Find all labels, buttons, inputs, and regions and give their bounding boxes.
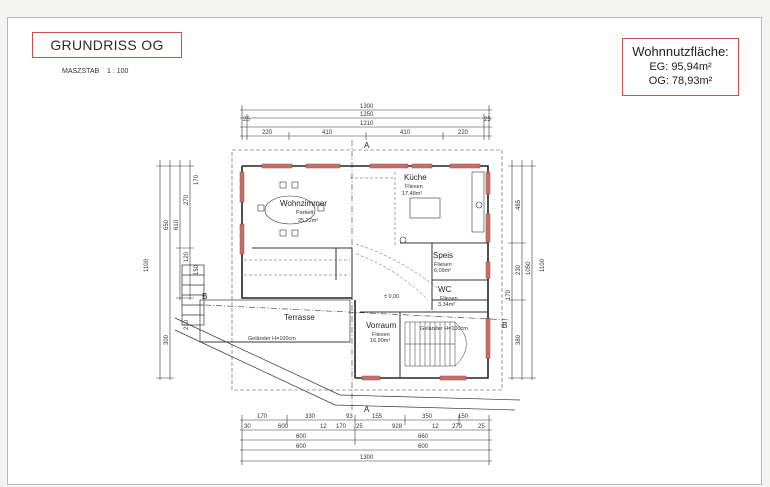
section-b-left: B [202, 292, 207, 301]
dim-bottom-part-6: 150 [458, 414, 469, 420]
dim-left-part-5: 120 [184, 251, 190, 262]
living-area-eg: EG: 95,94m² [649, 61, 712, 73]
hidden-lines [244, 172, 441, 301]
dim-bottom-mid2-right: 600 [418, 444, 429, 450]
dim-bottom-part-4: 155 [372, 414, 383, 420]
plan-title-text: GRUNDRISS OG [50, 37, 164, 53]
dim-top-edge-right: 25 [484, 117, 491, 123]
dim-bottom2-1: 30 [244, 424, 251, 430]
dim-bottom-part-2: 330 [305, 414, 316, 420]
scale-label-text: MASZSTAB [62, 68, 100, 75]
terrace [174, 264, 521, 411]
section-lines [204, 140, 511, 410]
dim-left-part-6: 150 [194, 264, 200, 275]
bottom-dimension-lines [240, 415, 492, 465]
room-kueche-name: Küche [404, 173, 427, 182]
room-kueche-floor: Fliesen [405, 184, 423, 190]
room-wc-name: WC [438, 285, 452, 294]
dining-table [257, 181, 325, 237]
room-vorraum-name: Vorraum [366, 321, 397, 330]
dim-bottom-part-5: 350 [422, 414, 433, 420]
dim-top-part-4: 220 [458, 130, 469, 136]
dim-right-part-5: 170 [506, 289, 512, 300]
dim-right-part-3: 230 [516, 264, 522, 275]
living-area-og: OG: 78,93m² [648, 75, 713, 87]
dim-left-part-1: 650 [164, 219, 170, 230]
dim-bottom2-6: 928 [392, 424, 403, 430]
plan-title: GRUNDRISS OG [32, 32, 182, 58]
living-area-box: Wohnnutzfläche: EG: 95,94m² OG: 78,93m² [622, 38, 739, 96]
dim-left-total: 1100 [144, 258, 150, 272]
dim-right-part-1: 485 [516, 199, 522, 210]
left-dimension-lines [156, 160, 194, 380]
dim-left-part-4: 170 [194, 174, 200, 185]
room-terrasse-name: Terrasse [284, 313, 315, 322]
scale-label: MASZSTAB 1 : 100 [62, 68, 128, 75]
room-wohnzimmer-area: 25,22m² [298, 218, 318, 224]
dim-top-edge-left: 25 [243, 117, 250, 123]
dim-bottom-total: 1300 [360, 455, 374, 461]
outline-dashed [231, 149, 503, 391]
top-dimension-lines [240, 105, 492, 140]
dim-bottom2-9: 25 [478, 424, 485, 430]
note-gelaender-stiege: Geländer H=100cm [420, 326, 468, 332]
dim-right-part-2: 1050 [526, 261, 532, 275]
dim-top-part-1: 220 [262, 130, 273, 136]
dim-top-inner: 1250 [360, 112, 374, 118]
right-dimension-lines [508, 160, 536, 380]
dim-top-part-2: 410 [322, 130, 333, 136]
dim-bottom-part-1: 170 [257, 414, 268, 420]
dim-bottom2-8: 270 [452, 424, 463, 430]
room-wohnzimmer-floor: Parkett [296, 210, 314, 216]
note-gelaender-terrasse: Geländer H=100cm [248, 336, 296, 342]
dim-top-part-3: 410 [400, 130, 411, 136]
dim-bottom-mid-right: 660 [418, 434, 429, 440]
note-level: ± 0,00 [384, 294, 399, 300]
staircase [404, 321, 467, 367]
dim-left-part-8: 300 [164, 334, 170, 345]
room-kueche-area: 17,48m² [402, 191, 422, 197]
dim-top-inner2: 1210 [360, 121, 374, 127]
room-wc-floor: Fliesen [440, 296, 458, 302]
room-speis-area: 6,09m² [434, 268, 451, 274]
window-markers [239, 163, 491, 381]
section-b-right: B [502, 321, 507, 330]
dim-right-part-4: 380 [516, 334, 522, 345]
scale-value: 1 : 100 [107, 68, 129, 75]
dim-right-total: 1100 [540, 258, 546, 272]
interior-walls [252, 242, 488, 378]
living-area-heading: Wohnnutzfläche: [632, 44, 729, 59]
dim-bottom2-4: 170 [336, 424, 347, 430]
dim-bottom-part-3: 93 [346, 414, 353, 420]
dim-bottom2-7: 12 [432, 424, 439, 430]
dim-top-total: 1300 [360, 104, 374, 110]
dim-left-part-3: 270 [184, 194, 190, 205]
dim-bottom2-2: 600 [278, 424, 289, 430]
room-wohnzimmer-name: Wohnzimmer [280, 199, 327, 208]
dim-left-part-7: 210 [184, 319, 190, 330]
room-wc-area: 3,34m² [438, 302, 455, 308]
section-a-top: A [364, 141, 370, 150]
dim-bottom2-5: 25 [356, 424, 363, 430]
dim-bottom-mid-left: 600 [296, 434, 307, 440]
kitchen-furniture [399, 171, 485, 244]
room-vorraum-area: 16,90m² [370, 338, 390, 344]
room-speis-floor: Fliesen [434, 262, 452, 268]
room-speis-name: Speis [433, 251, 453, 260]
section-a-bottom: A [364, 405, 370, 414]
dim-bottom-mid2-left: 600 [296, 444, 307, 450]
room-vorraum-floor: Fliesen [372, 332, 390, 338]
dim-left-part-2: 610 [174, 219, 180, 230]
dim-bottom2-3: 12 [320, 424, 327, 430]
